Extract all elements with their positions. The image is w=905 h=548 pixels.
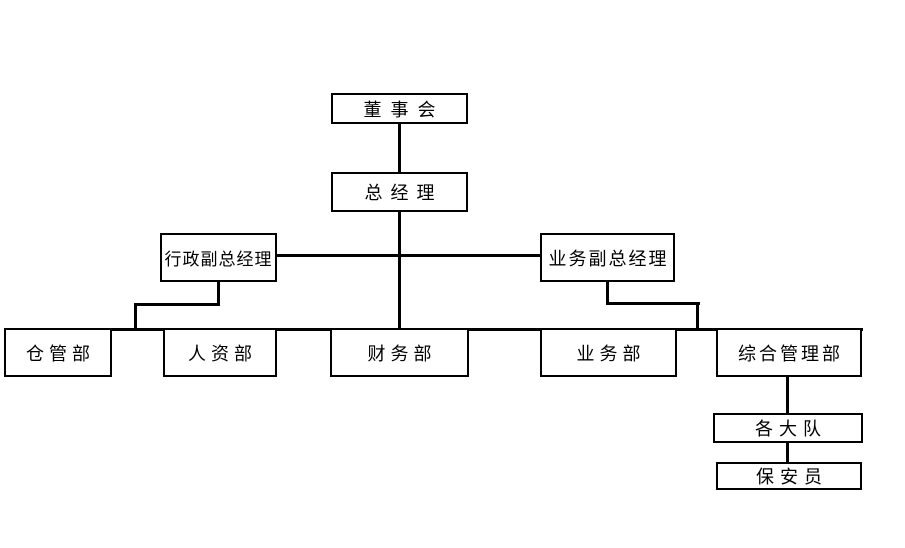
connector-deputies-horizontal (277, 254, 540, 257)
node-brigades: 各大队 (713, 413, 863, 443)
node-general-manager: 总经理 (331, 172, 468, 212)
connector-gm-to-main-bar (398, 210, 401, 330)
connector-admin-deputy-drop (217, 281, 220, 306)
node-board-of-directors: 董事会 (331, 93, 468, 124)
node-business-deputy-gm: 业务副总经理 (540, 233, 675, 282)
connector-admin-deputy-down (134, 303, 137, 330)
connector-business-deputy-jog (606, 302, 700, 305)
node-finance-dept: 财务部 (330, 328, 469, 377)
connector-board-to-gm (398, 122, 401, 174)
connector-business-deputy-drop (606, 281, 609, 305)
node-warehouse-dept: 仓管部 (4, 328, 112, 377)
connector-generalmgmt-to-brigades (786, 375, 789, 415)
connector-business-deputy-down (696, 302, 699, 330)
node-admin-deputy-gm: 行政副总经理 (160, 233, 277, 282)
connector-admin-deputy-jog (134, 303, 220, 306)
node-security-guards: 保安员 (716, 462, 862, 490)
node-general-management-dept: 综合管理部 (716, 328, 862, 377)
connector-brigades-to-security (786, 441, 789, 464)
node-hr-dept: 人资部 (163, 328, 277, 377)
node-business-dept: 业务部 (540, 328, 677, 377)
